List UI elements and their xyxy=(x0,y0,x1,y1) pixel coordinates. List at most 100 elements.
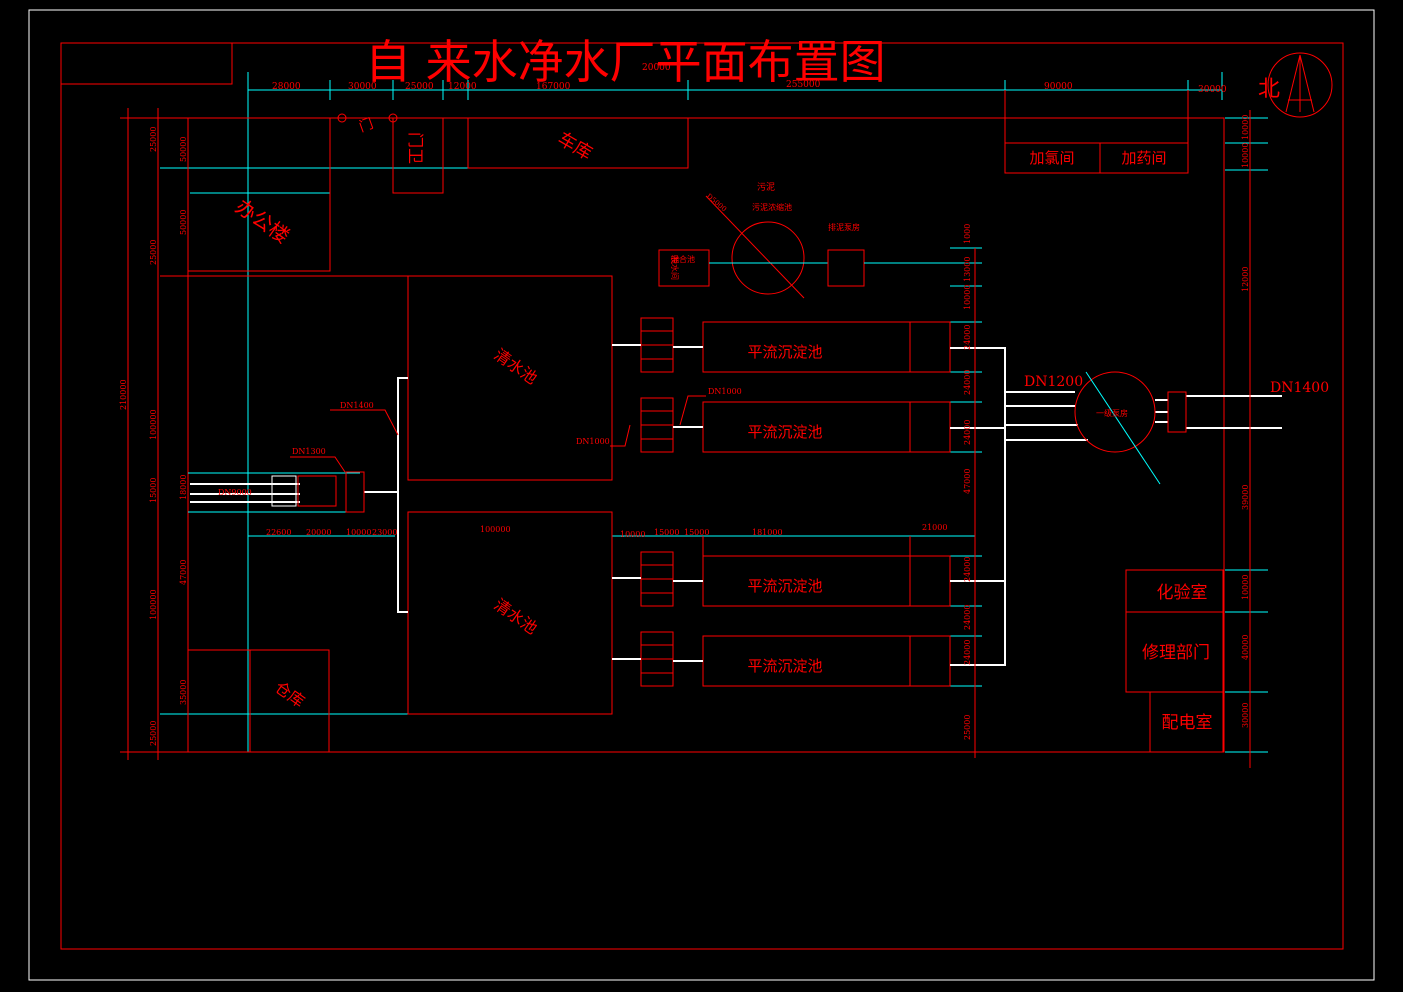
pump-well-left xyxy=(345,471,365,513)
sludge-pump-room xyxy=(827,249,865,287)
lab-label: 化验室 xyxy=(1157,583,1208,603)
warehouse xyxy=(187,649,330,753)
dim-right-10: 24000 xyxy=(963,640,972,665)
pipe-dn1000-b: DN1000 xyxy=(708,387,742,396)
dim-mid-6: 10000 xyxy=(620,530,645,539)
sludge-thickener-axis xyxy=(705,195,805,299)
dim-mid-4: 23000 xyxy=(372,528,397,537)
sludge-thickener xyxy=(731,221,805,295)
garage-label: 车库 xyxy=(554,128,596,164)
dim-left-12: 18000 xyxy=(179,475,188,500)
pipe-dn1000-a: DN1000 xyxy=(576,437,610,446)
dim-far-right-6: 40000 xyxy=(1241,635,1250,660)
dim-far-right-5: 10000 xyxy=(1241,575,1250,600)
dim-right-3: 10000 xyxy=(963,285,972,310)
dim-left-11: 50000 xyxy=(179,210,188,235)
dn1400-leader xyxy=(330,409,399,436)
clear-pool-bottom-label: 清水池 xyxy=(491,595,541,638)
dim-right-2: 13000 xyxy=(963,257,972,282)
power-label: 配电室 xyxy=(1162,713,1213,733)
sedimentation-3-label: 平流沉淀池 xyxy=(747,577,822,595)
dim-right-9: 24000 xyxy=(963,605,972,630)
dim-top-8: 90000 xyxy=(1044,82,1073,92)
dim-mid-2: 20000 xyxy=(306,528,331,537)
chlorine-room-label: 加氯间 xyxy=(1029,149,1074,167)
clear-pool-feed-pipes xyxy=(190,377,408,613)
dim-top-3: 25000 xyxy=(405,82,434,92)
mixing-top-label: 混合池 xyxy=(671,254,695,264)
sedimentation-2-label: 平流沉淀池 xyxy=(747,423,822,441)
sedimentation-4-label: 平流沉淀池 xyxy=(747,657,822,675)
north-arrow-icon: 北 xyxy=(1258,52,1333,118)
clear-water-pool-top xyxy=(407,275,613,481)
dim-left-10: 25000 xyxy=(149,721,158,746)
inlet-strainer xyxy=(271,475,297,507)
dim-mid-1: 22600 xyxy=(266,528,291,537)
dim-right-6: 24000 xyxy=(963,420,972,445)
dewatering-label: 脱水间 xyxy=(670,256,680,280)
dim-right-1: 1000 xyxy=(963,224,972,244)
dewatering-room xyxy=(658,249,710,287)
office-label: 办公楼 xyxy=(231,194,294,248)
sedimentation-pipes xyxy=(612,344,1282,666)
clear-pool-top-label: 清水池 xyxy=(491,345,541,388)
dosing-room-label: 加药间 xyxy=(1121,149,1166,167)
power-room xyxy=(1149,691,1224,753)
dim-mid-3: 10000 xyxy=(346,528,371,537)
distribution-well xyxy=(297,475,337,507)
dosing-room xyxy=(1099,142,1189,174)
sludge-pump-label: 排泥泵房 xyxy=(828,222,860,232)
north-label: 北 xyxy=(1258,77,1280,102)
title-block-corner xyxy=(61,43,233,85)
gate-post-left xyxy=(337,113,347,123)
dim-right-8: 24000 xyxy=(963,557,972,582)
pipe-dn1200: DN1200 xyxy=(1024,374,1083,390)
dim-top-4: 12000 xyxy=(448,82,477,92)
pipe-dn1400-small: DN1400 xyxy=(340,401,374,410)
sedimentation-1-label: 平流沉淀池 xyxy=(747,343,822,361)
pump-station-label: 一级泵房 xyxy=(1096,408,1128,418)
dim-far-right-1: 10000 xyxy=(1241,115,1250,140)
dim-far-right-4: 39000 xyxy=(1241,485,1250,510)
pipe-dn1400: DN1400 xyxy=(1270,380,1329,396)
dim-far-right-3: 12000 xyxy=(1241,267,1250,292)
dim-mid-10: 21000 xyxy=(922,523,947,532)
dim-right-7: 47000 xyxy=(963,469,972,494)
gate-post-right xyxy=(388,113,398,123)
dn1000-leader-b xyxy=(679,395,706,426)
dim-right-11: 25000 xyxy=(963,715,972,740)
treatment-train xyxy=(640,317,951,687)
gatehouse-label: 门卫 xyxy=(406,132,425,164)
gatehouse xyxy=(392,117,444,194)
dim-right-4: 24000 xyxy=(963,325,972,350)
dim-left-7: 47000 xyxy=(179,560,188,585)
dim-right-5: 24000 xyxy=(963,370,972,395)
dim-far-right-7: 30000 xyxy=(1241,703,1250,728)
dim-left-6: 15000 xyxy=(149,478,158,503)
dim-left-8: 100000 xyxy=(149,589,158,620)
repair-label: 修理部门 xyxy=(1142,643,1210,663)
top-dimensions xyxy=(247,72,1223,100)
dn1000-leader-a xyxy=(610,424,631,447)
sludge-label: 污泥 xyxy=(757,181,775,193)
pipe-dn9000: DN9000 xyxy=(218,488,252,497)
dim-top-6: 20000 xyxy=(642,63,671,73)
left-dimension-lines xyxy=(120,108,190,760)
dim-left-4: 210000 xyxy=(119,379,128,410)
warehouse-label: 仓库 xyxy=(271,677,308,711)
pump-well-right xyxy=(1167,391,1187,433)
dn1300-leader xyxy=(290,456,346,473)
outer-border xyxy=(28,9,1375,981)
pump-station xyxy=(1074,371,1156,453)
dim-left-5: 100000 xyxy=(149,409,158,440)
drawing-frame xyxy=(60,42,1344,950)
d5000-label: D5000 xyxy=(705,192,728,213)
dim-left-3: 25000 xyxy=(149,240,158,265)
dim-top-5: 167000 xyxy=(536,82,571,92)
dim-mid-5: 100000 xyxy=(480,525,511,534)
dim-left-9: 35000 xyxy=(179,680,188,705)
page-title: 自 来水净水厂平面布置图 xyxy=(365,35,886,89)
dim-left-2: 50000 xyxy=(179,137,188,162)
dim-mid-7: 15000 xyxy=(654,528,679,537)
dim-top-1: 28000 xyxy=(272,82,301,92)
